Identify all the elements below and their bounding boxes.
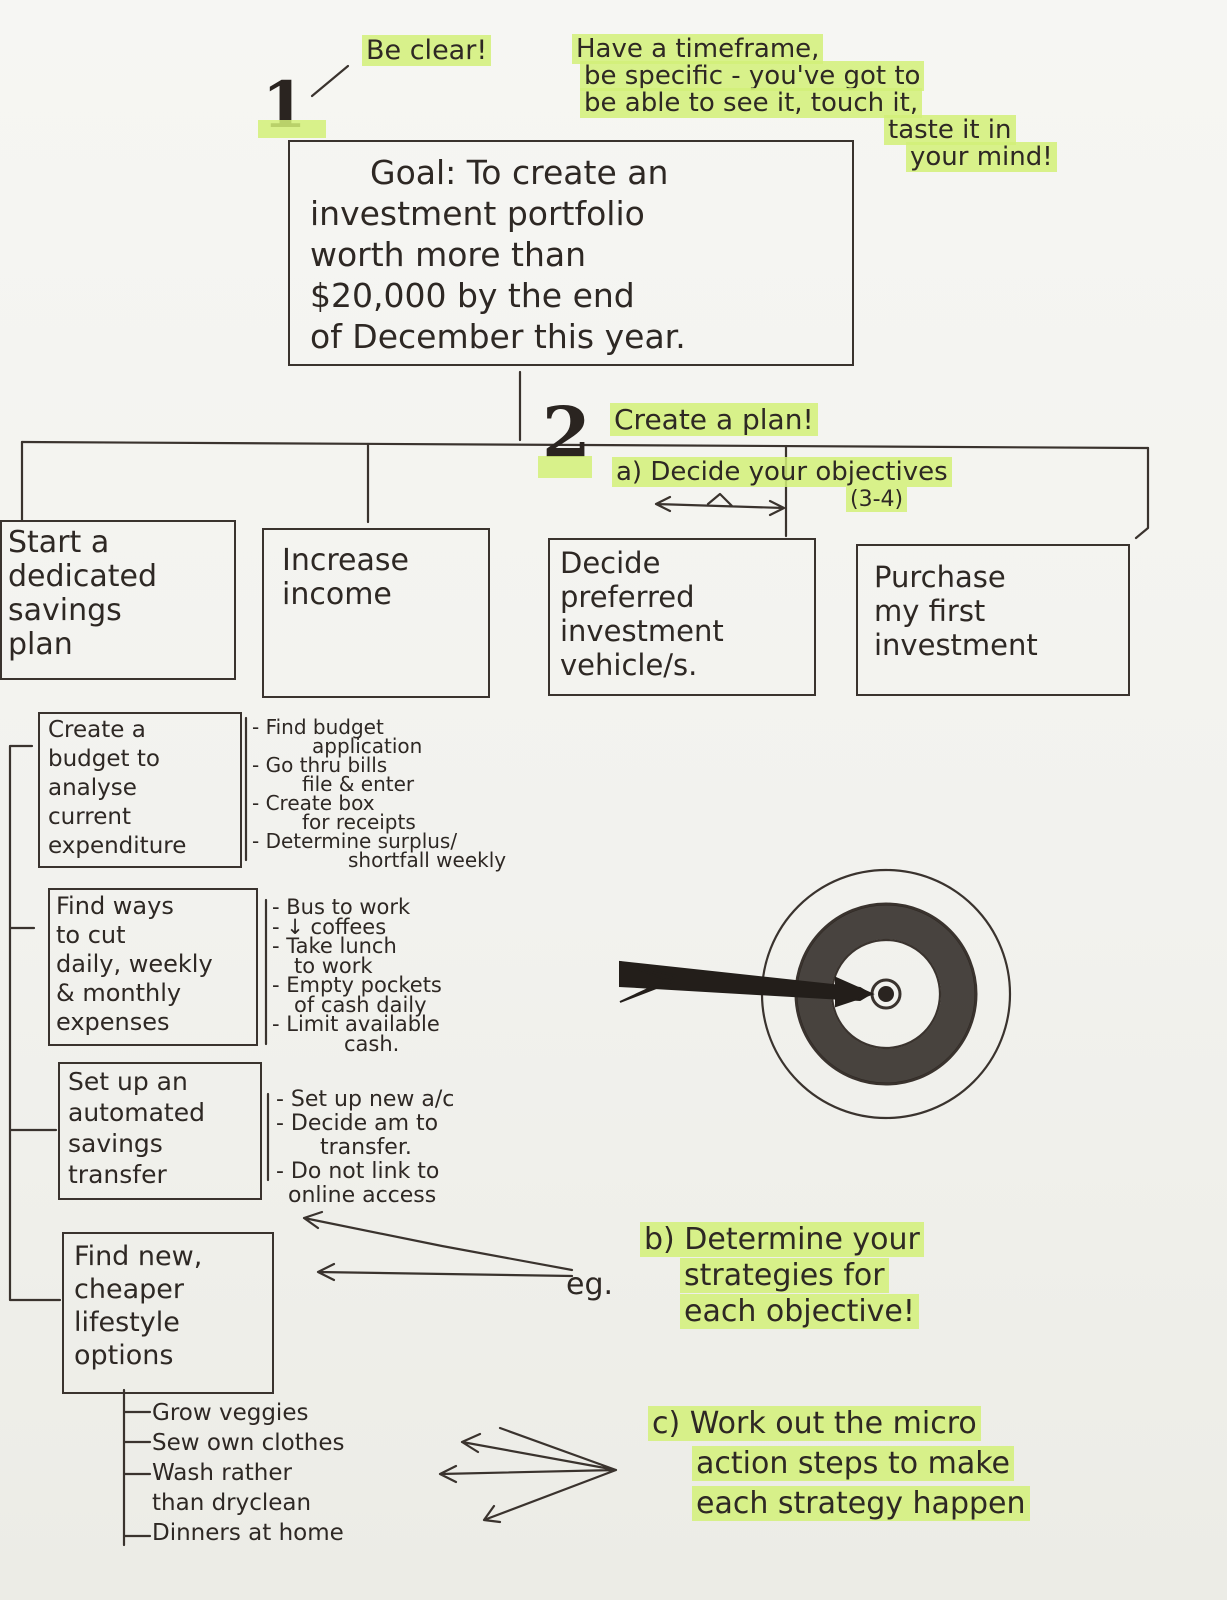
create-plan-title: Create a plan! — [610, 403, 818, 436]
target-arrow — [619, 960, 875, 1008]
timeframe-note: Have a timeframe, be specific - you've g… — [572, 34, 1057, 172]
step-b-note: b) Determine your strategies for each ob… — [640, 1222, 924, 1330]
micro-action-arrows — [438, 1426, 618, 1524]
step-2-number: 2 — [542, 391, 591, 474]
strategy-bracket — [8, 744, 62, 1302]
step-c-note: c) Work out the micro action steps to ma… — [648, 1404, 1030, 1524]
objective-box-investment-vehicle: Decide preferred investment vehicle/s. — [548, 538, 816, 696]
strategy-box-cut-expenses: Find ways to cut daily, weekly & monthly… — [48, 888, 258, 1046]
micro-action-list: Grow veggies Sew own clothes Wash rather… — [152, 1400, 345, 1546]
pointer-line — [310, 64, 350, 98]
strategy-steps-savings-transfer: - Set up new a/c - Decide am to transfer… — [276, 1087, 455, 1208]
objective-box-savings-plan: Start a dedicated savings plan — [0, 520, 236, 680]
strategy-steps-budget: - Find budget application - Go thru bill… — [252, 715, 507, 872]
goal-box: Goal: To create an investment portfolio … — [288, 140, 854, 366]
strategy-box-savings-transfer: Set up an automated savings transfer — [58, 1062, 262, 1200]
step-2-highlight — [538, 456, 592, 478]
strategy-steps-cut-expenses: - Bus to work - ↓ coffees - Take lunch t… — [272, 895, 442, 1056]
objective-box-first-investment: Purchase my first investment — [856, 544, 1130, 696]
eg-label: eg. — [566, 1267, 614, 1302]
step-1-highlight — [258, 120, 326, 138]
eg-arrows — [302, 1210, 574, 1282]
objectives-count: (3-4) — [846, 487, 908, 513]
objective-branch — [20, 440, 1150, 450]
strategy-box-budget: Create a budget to analyse current expen… — [38, 712, 242, 868]
objectives-heading: a) Decide your objectives — [612, 457, 952, 487]
goal-text: Goal: To create an investment portfolio … — [310, 153, 686, 356]
micro-action-bracket — [122, 1388, 152, 1547]
be-clear-note: Be clear! — [362, 35, 492, 66]
objective-box-increase-income: Increase income — [262, 528, 490, 698]
strategy-box-lifestyle-options: Find new, cheaper lifestyle options — [62, 1232, 274, 1394]
objectives-double-arrow — [654, 492, 786, 517]
